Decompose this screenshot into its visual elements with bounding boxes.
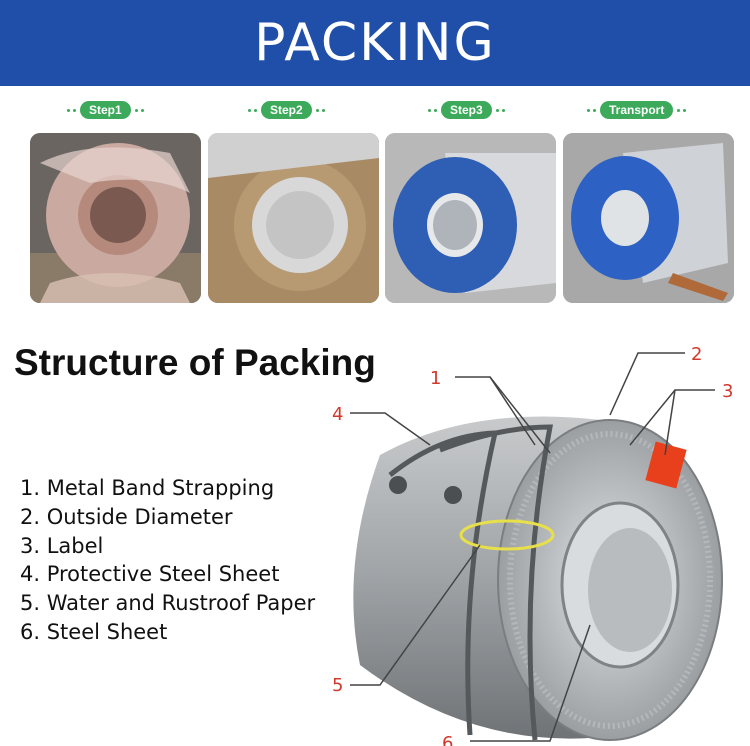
legend-item: 3. Label	[20, 533, 104, 558]
legend-item: 5. Water and Rustroof Paper	[20, 591, 316, 616]
step1-photo-plastic-wrap	[30, 133, 201, 303]
step2-photo-paper-wrap	[208, 133, 379, 303]
dots-decoration	[315, 108, 325, 112]
step-pill: Step3	[441, 101, 492, 119]
callout-2: 2	[691, 344, 702, 365]
dots-decoration	[67, 108, 76, 112]
structure-legend: 1. Metal Band Strapping 2. Outside Diame…	[20, 474, 315, 647]
callout-1: 1	[430, 368, 441, 389]
step-label-2: Step2	[248, 100, 325, 120]
callout-5: 5	[332, 675, 343, 696]
header-banner: PACKING	[0, 0, 750, 86]
legend-item: 4. Protective Steel Sheet	[20, 562, 280, 587]
step-label-4: Transport	[587, 100, 687, 120]
callout-3: 3	[722, 381, 733, 402]
page-title: PACKING	[254, 13, 496, 73]
step3-photo-steel-cover	[385, 133, 556, 303]
callout-6: 6	[442, 733, 453, 746]
dots-decoration	[428, 108, 437, 112]
callout-4: 4	[332, 404, 343, 425]
structure-title: Structure of Packing	[14, 342, 376, 383]
metal-band	[388, 430, 499, 736]
coil-structure-diagram: 1 2 3 4 5 6	[320, 335, 750, 746]
step-label-1: Step1	[67, 100, 144, 120]
transport-photo-coil	[563, 133, 734, 303]
dots-decoration	[495, 108, 505, 112]
step-pill: Transport	[600, 101, 674, 119]
legend-item: 1. Metal Band Strapping	[20, 476, 275, 500]
metal-band	[439, 424, 554, 741]
dots-decoration	[248, 108, 257, 112]
dots-decoration	[134, 108, 144, 112]
paper-highlight	[459, 519, 555, 551]
label-sticker	[645, 441, 687, 489]
step-pill: Step1	[80, 101, 131, 119]
legend-item: 6. Steel Sheet	[20, 619, 168, 644]
step-label-3: Step3	[428, 100, 505, 120]
dots-decoration	[587, 108, 596, 112]
legend-item: 2. Outside Diameter	[20, 504, 233, 529]
step-pill: Step2	[261, 101, 312, 119]
dots-decoration	[677, 108, 687, 112]
